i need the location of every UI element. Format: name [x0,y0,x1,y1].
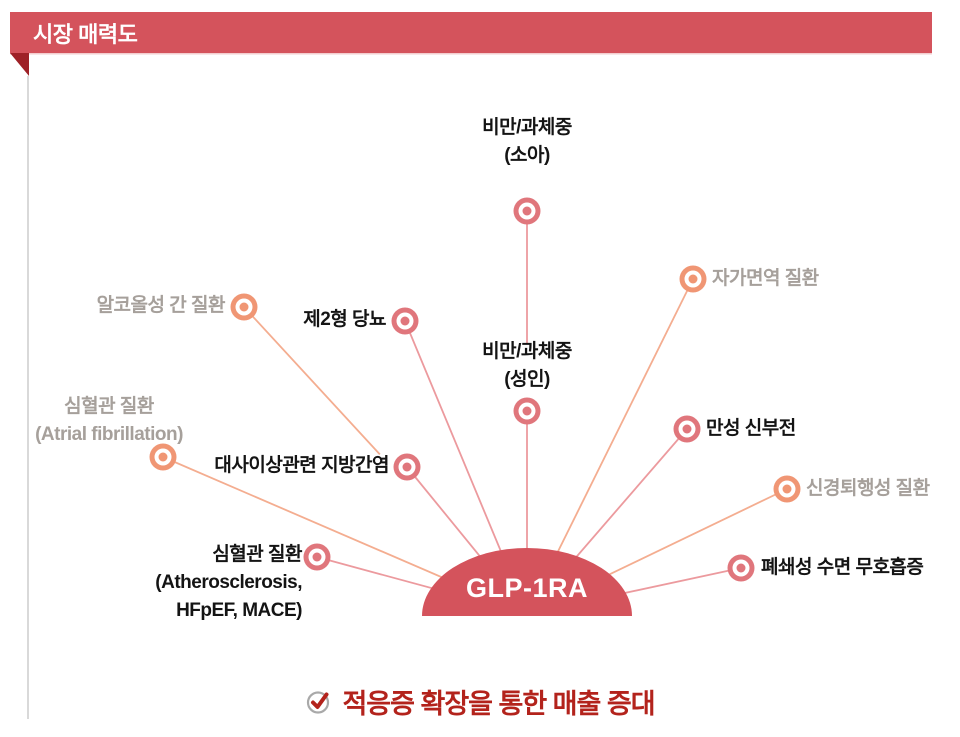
node-label-line: 비만/과체중 [482,117,572,138]
node-dot-core [158,452,168,462]
node-dot-core [400,316,410,326]
node-dot-core [522,206,532,216]
check-mark [311,692,329,709]
node-dot-ring [398,458,416,476]
check-circle-icon [307,691,330,714]
node-label-cvd-atherosclerosis: 심혈관 질환 (Atherosclerosis, HFpEF, MACE) [155,541,302,625]
node-label-alcoholic-liver-disease: 알코올성 간 질환 [96,292,226,320]
node-label-line: (소아) [504,145,550,166]
node-label-line: 자가면역 질환 [712,268,819,289]
node-dot-core [312,552,322,562]
node-dot-core [782,484,792,494]
node-dot-neurodegenerative-disease [773,475,801,503]
node-label-type2-diabetes: 제2형 당뇨 [303,306,386,334]
node-dot-ring [518,402,536,420]
node-dot-obesity-pediatric [513,197,541,225]
node-dot-ring [778,480,796,498]
node-label-autoimmune-disease: 자가면역 질환 [712,265,819,293]
node-label-line: 비만/과체중 [482,341,572,362]
node-dot-core [522,406,532,416]
node-label-neurodegenerative-disease: 신경퇴행성 질환 [806,475,930,503]
page-title: 시장 매력도 [33,21,138,47]
check-circle-ring [307,691,330,714]
node-dot-ring [235,298,253,316]
node-label-obstructive-sleep-apnea: 폐쇄성 수면 무호흡증 [761,554,924,582]
node-label-obesity-pediatric: 비만/과체중 (소아) [482,114,572,170]
node-dot-core [736,563,746,573]
node-label-line: HFpEF, MACE) [176,600,302,621]
node-label-line: 알코올성 간 질환 [96,295,226,316]
center-label: GLP-1RA [465,573,588,603]
node-dot-obstructive-sleep-apnea [727,554,755,582]
node-label-line: 제2형 당뇨 [303,309,386,330]
node-dot-mash-steatohepatitis [393,453,421,481]
node-label-line: 대사이상관련 지방간염 [214,455,389,476]
node-label-chronic-kidney-disease: 만성 신부전 [706,415,796,443]
node-dot-core [682,424,692,434]
node-dot-core [239,302,249,312]
node-dot-ring [518,202,536,220]
node-label-obesity-adult: 비만/과체중 (성인) [482,338,572,394]
node-dot-ring [396,312,414,330]
node-label-line: (Atrial fibrillation) [35,424,183,445]
node-label-line: 심혈관 질환 [212,544,302,565]
node-label-cvd-atrial-fibrillation: 심혈관 질환 (Atrial fibrillation) [35,393,183,449]
node-dot-obesity-adult [513,397,541,425]
radial-line-alcoholic-liver-disease [243,306,381,455]
node-label-line: 신경퇴행성 질환 [806,478,930,499]
node-label-line: (Atherosclerosis, [155,572,302,593]
footer-callout: 적응증 확장을 통한 매출 증대 [0,682,960,721]
footer-text: 적응증 확장을 통한 매출 증대 [342,689,655,719]
node-dot-ring [732,559,750,577]
node-dot-chronic-kidney-disease [673,415,701,443]
node-label-mash-steatohepatitis: 대사이상관련 지방간염 [214,452,389,480]
node-label-line: (성인) [504,369,550,390]
node-dot-cvd-atrial-fibrillation [149,443,177,471]
node-dot-core [688,274,698,284]
left-guide-line [27,76,29,719]
node-dot-ring [684,270,702,288]
node-dot-alcoholic-liver-disease [230,293,258,321]
node-dot-cvd-atherosclerosis [303,543,331,571]
node-label-line: 심혈관 질환 [64,396,154,417]
node-dot-autoimmune-disease [679,265,707,293]
node-dot-type2-diabetes [391,307,419,335]
section-header-banner: 시장 매력도 [10,12,932,53]
node-dot-ring [308,548,326,566]
node-label-line: 폐쇄성 수면 무호흡증 [761,557,924,578]
node-dot-ring [154,448,172,466]
node-label-line: 만성 신부전 [706,418,796,439]
node-dot-ring [678,420,696,438]
node-dot-core [402,462,412,472]
